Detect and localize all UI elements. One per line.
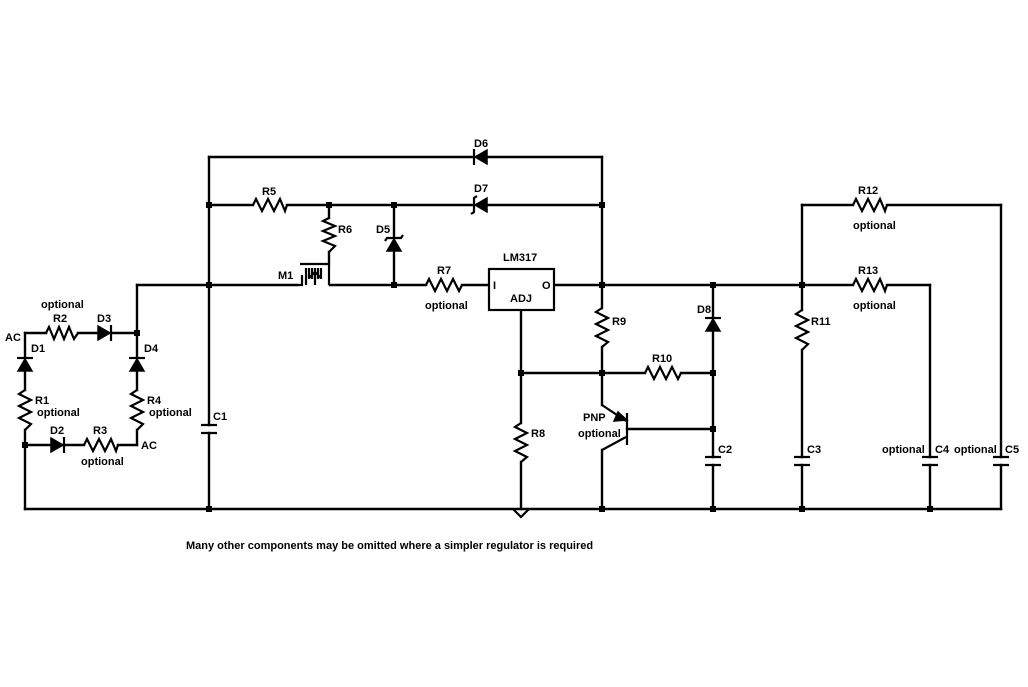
label-r2-optional: optional: [41, 299, 84, 311]
label-r13: R13: [858, 265, 878, 277]
resistor-R12: [852, 196, 889, 215]
label-pnp-optional: optional: [578, 428, 621, 440]
resistor-R11: [793, 309, 811, 351]
label-r1-optional: optional: [37, 407, 80, 419]
resistor-R10: [644, 364, 682, 382]
capacitor-C4: [922, 455, 938, 467]
label-r7: R7: [437, 265, 451, 277]
label-d2: D2: [50, 425, 64, 437]
label-pin-out: O: [542, 280, 551, 292]
label-r10: R10: [652, 353, 672, 365]
label-c4-optional: optional: [882, 444, 925, 456]
zener-D7: [470, 195, 488, 215]
label-d7: D7: [474, 183, 488, 195]
junction-dots: [22, 202, 933, 512]
diode-D8: [704, 316, 722, 332]
label-m1: M1: [278, 270, 293, 282]
label-c5: C5: [1005, 444, 1019, 456]
label-c5-optional: optional: [954, 444, 997, 456]
label-r4: R4: [147, 395, 162, 407]
label-pin-in: I: [493, 280, 496, 292]
label-ac-bottom: AC: [141, 440, 157, 452]
resistor-R6: [320, 217, 338, 253]
label-c3: C3: [807, 444, 821, 456]
label-d1: D1: [31, 343, 45, 355]
label-d6: D6: [474, 138, 488, 150]
label-c4: C4: [935, 444, 950, 456]
label-r8: R8: [531, 428, 545, 440]
label-r7-optional: optional: [425, 300, 468, 312]
capacitor-C3: [794, 455, 810, 467]
label-r12: R12: [858, 185, 878, 197]
labels: AC D1 R2 optional D3 D4 R1 optional R4 o…: [5, 138, 1019, 552]
label-d8: D8: [697, 304, 711, 316]
label-r6: R6: [338, 224, 352, 236]
resistor-R5: [252, 196, 289, 215]
label-d4: D4: [144, 343, 159, 355]
label-d5: D5: [376, 224, 390, 236]
label-c2: C2: [718, 444, 732, 456]
resistor-R4: [128, 389, 146, 431]
label-d3: D3: [97, 313, 111, 325]
diode-D6: [472, 148, 488, 166]
label-r2: R2: [53, 313, 67, 325]
capacitor-C2: [705, 455, 721, 467]
label-r12-optional: optional: [853, 220, 896, 232]
lm317-regulator: [487, 267, 556, 312]
wires: [23, 155, 1003, 511]
ground-symbol: [512, 508, 530, 519]
resistor-R2: [45, 324, 79, 342]
resistor-R9: [593, 307, 611, 348]
label-pin-adj: ADJ: [510, 293, 532, 305]
resistor-R13: [852, 276, 889, 295]
mosfet-M1: [297, 262, 331, 287]
diode-D3: [97, 324, 113, 342]
resistor-R1: [16, 389, 34, 431]
resistor-R8: [512, 422, 530, 463]
diode-D4: [128, 356, 146, 372]
label-c1: C1: [213, 411, 227, 423]
resistor-R3: [83, 436, 120, 455]
resistor-R7: [425, 276, 463, 294]
footnote: Many other components may be omitted whe…: [186, 540, 593, 552]
label-r3: R3: [93, 425, 107, 437]
label-pnp: PNP: [583, 412, 606, 424]
label-r13-optional: optional: [853, 300, 896, 312]
capacitor-C5: [993, 455, 1009, 467]
diode-D2: [50, 436, 66, 454]
label-r4-optional: optional: [149, 407, 192, 419]
diode-D1: [16, 356, 34, 372]
label-r11: R11: [811, 316, 831, 328]
label-ac-top: AC: [5, 332, 21, 344]
label-r5: R5: [262, 186, 276, 198]
pnp-transistor: [601, 404, 629, 451]
label-r9: R9: [612, 316, 626, 328]
label-r3-optional: optional: [81, 456, 124, 468]
label-r1: R1: [35, 395, 49, 407]
zener-D5: [384, 234, 404, 252]
capacitor-C1: [201, 423, 217, 435]
label-lm317: LM317: [503, 252, 537, 264]
